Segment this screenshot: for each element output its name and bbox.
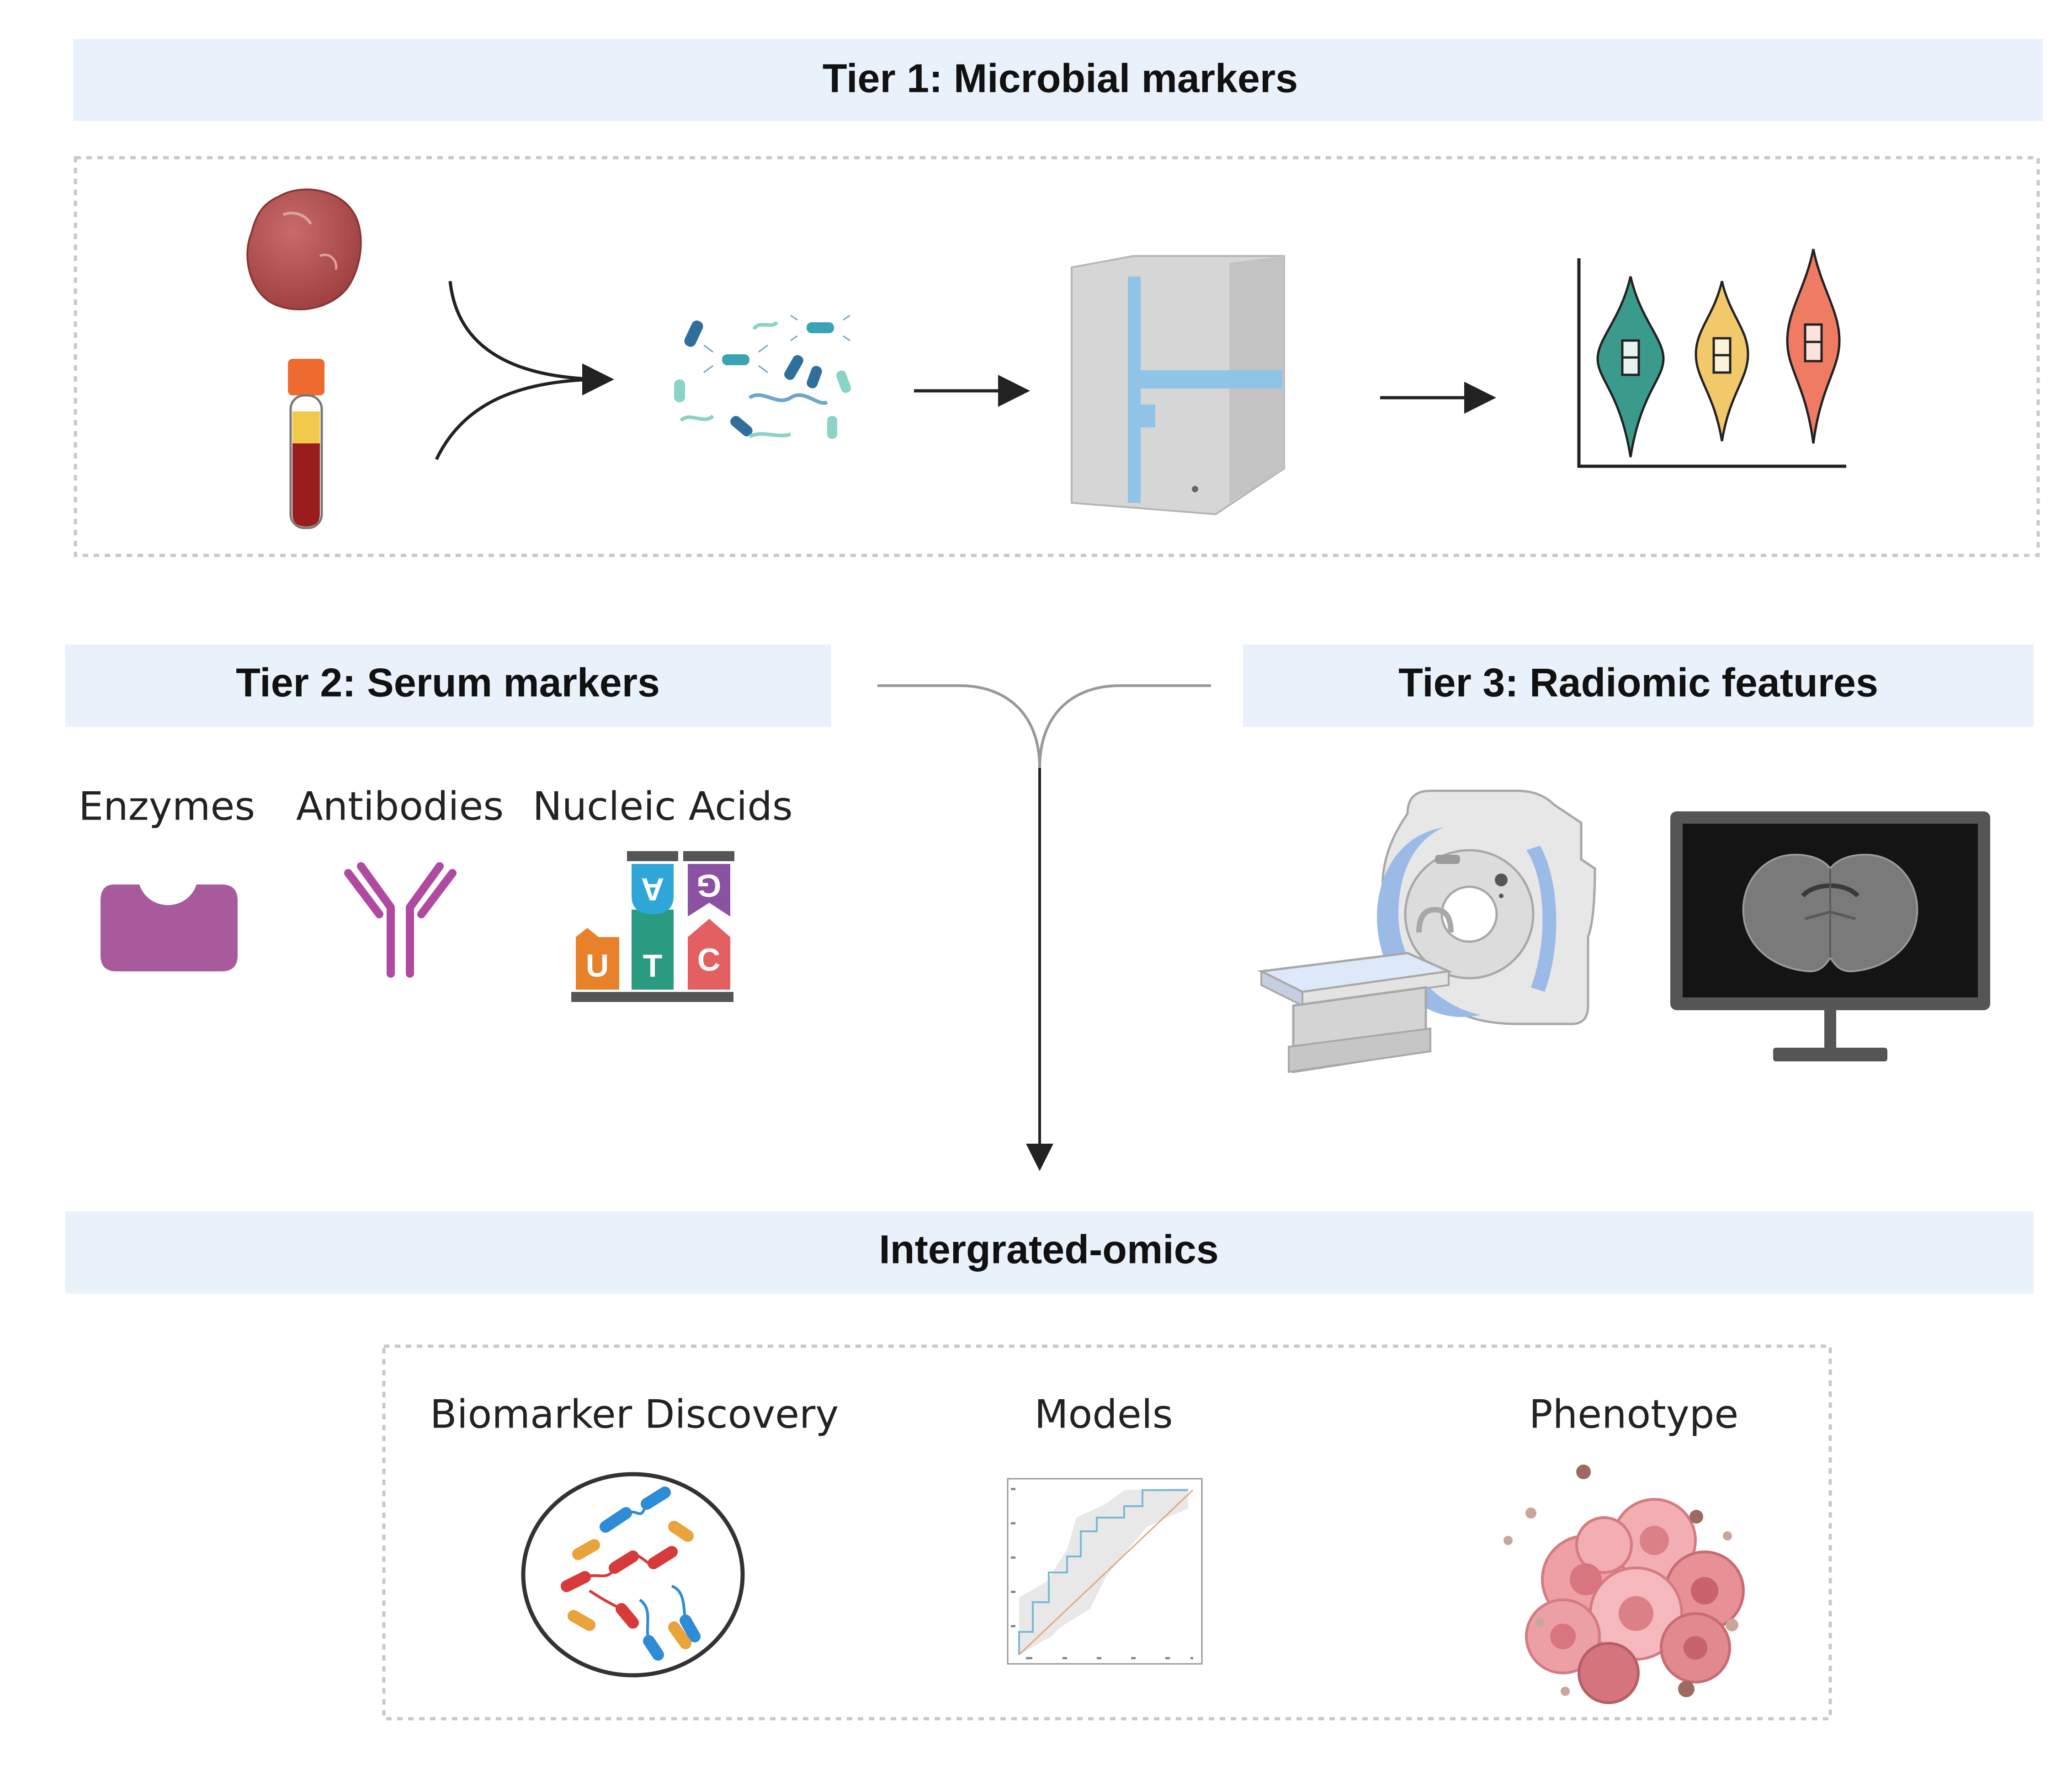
nucleic-acids-label: Nucleic Acids [532,783,792,829]
merge-connector [877,684,1211,768]
blood-tube-icon [288,359,324,529]
tissue-to-microbes-arrow [448,281,614,395]
tier3-banner [1243,645,2034,727]
biomarker-discovery-label: Biomarker Discovery [430,1391,839,1437]
sequencer-icon [1071,255,1285,516]
tissue-sample-icon [246,188,362,310]
nucleotide-c: C [697,942,721,977]
models-label: Models [1034,1391,1173,1437]
integrated-banner [65,1211,2034,1294]
mri-scanner-icon [1257,789,1596,1073]
enzyme-icon [101,884,238,971]
nucleotide-u: U [586,948,609,983]
blood-to-microbes-arrow [435,378,595,460]
nucleotide-t: T [643,948,663,983]
tier2-banner [65,645,831,727]
tier1-panel [74,156,2040,557]
nucleic-acid-icon: U T C A G [571,851,734,1002]
monitor-brain-scan-icon [1670,811,1990,1061]
roc-curve-icon [1007,1478,1203,1665]
nucleotide-a: A [641,872,664,907]
violin-plot-icon [1577,249,1846,468]
microbes-icon [674,314,851,439]
tier3-title: Tier 3: Radiomic features [1398,660,1878,705]
tier2-title: Tier 2: Serum markers [236,660,660,705]
antibodies-label: Antibodies [296,783,504,829]
phenotype-label: Phenotype [1529,1391,1739,1437]
antibody-icon [344,862,457,978]
biomarker-discovery-icon [521,1472,745,1678]
enzymes-label: Enzymes [79,783,255,829]
tumor-cells-icon [1504,1465,1745,1704]
tier1-banner [73,39,2043,121]
integrated-title: Intergrated-omics [879,1226,1218,1272]
tier1-title: Tier 1: Microbial markers [823,55,1298,101]
nucleotide-g: G [696,868,721,904]
